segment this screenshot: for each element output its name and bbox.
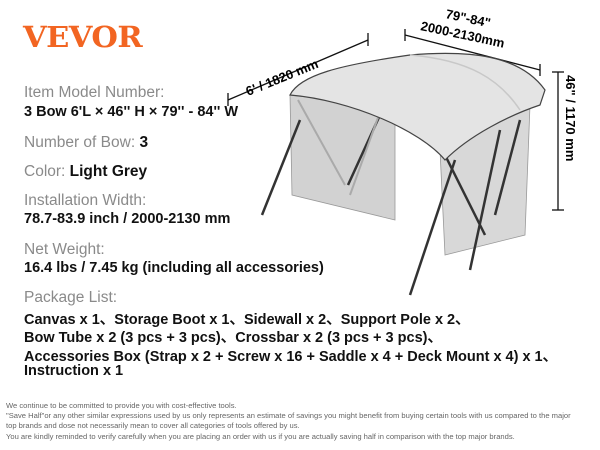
model-value: 3 Bow 6'L × 46'' H × 79'' - 84'' W [24, 104, 239, 120]
vevor-logo: VEVOR [23, 20, 143, 54]
color-label: Color: [24, 163, 70, 180]
height-dimension: 46" / 1170 mm [563, 75, 578, 161]
package-line: Bow Tube x 2 (3 pcs + 3 pcs)、Crossbar x … [24, 330, 442, 346]
install-label: Installation Width: [24, 192, 147, 209]
weight-value: 16.4 lbs / 7.45 kg (including all access… [24, 260, 324, 276]
footer-line: We continue to be committed to provide y… [6, 401, 237, 410]
install-value: 78.7-83.9 inch / 2000-2130 mm [24, 211, 231, 227]
footer-line: top brands and dose not necessarily mean… [6, 421, 300, 430]
package-line: Canvas x 1、Storage Boot x 1、Sidewall x 2… [24, 312, 470, 328]
footer-line: You are kindly reminded to verify carefu… [6, 432, 515, 441]
color-value: Light Grey [69, 163, 148, 180]
package-label: Package List: [24, 289, 118, 306]
dimension-lines [227, 29, 564, 211]
color: Color: Light Grey [24, 163, 147, 181]
support-poles [260, 114, 522, 296]
package-line: Accessories Box (Strap x 2 + Screw x 16 … [24, 349, 558, 365]
bow-value: 3 [139, 134, 149, 151]
weight-label: Net Weight: [24, 241, 105, 258]
frame-tubes [297, 99, 381, 196]
package-line: Instruction x 1 [24, 363, 124, 379]
bow-count: Number of Bow: 3 [24, 134, 148, 152]
model-label: Item Model Number: [24, 84, 165, 101]
footer-line: "Save Half"or any other similar expressi… [6, 411, 571, 420]
bow-label: Number of Bow: [24, 134, 140, 151]
canvas-roof [289, 52, 546, 161]
